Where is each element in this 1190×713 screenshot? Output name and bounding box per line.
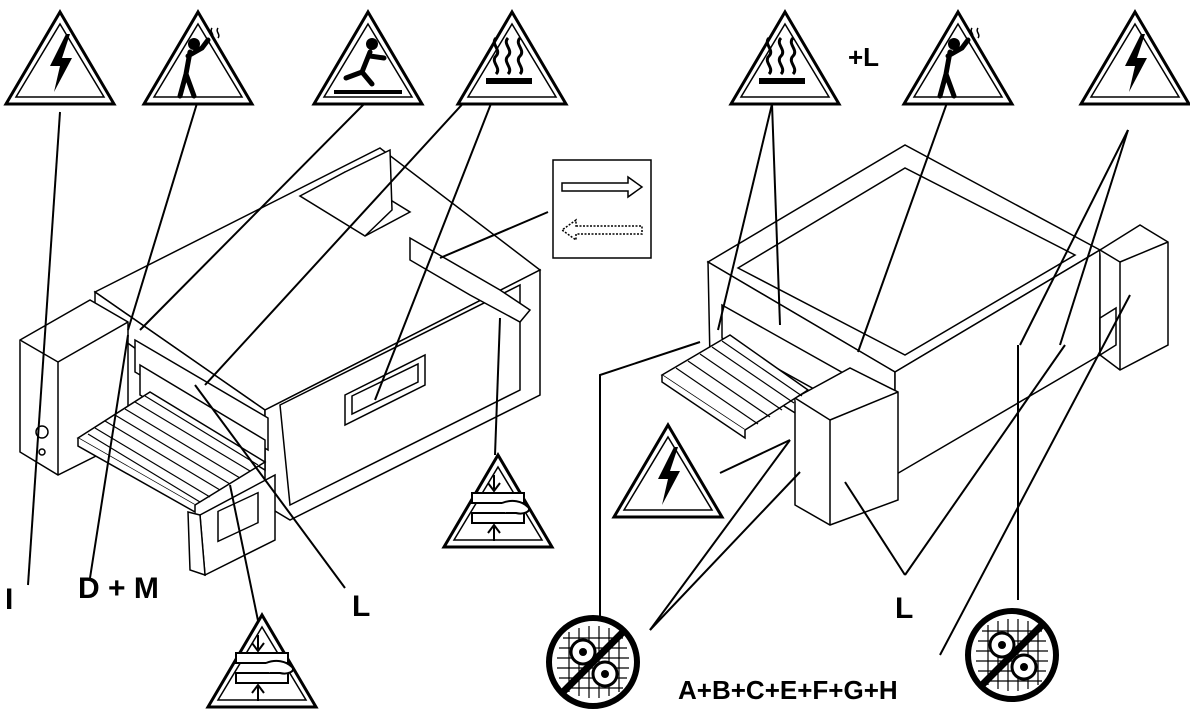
right-oven-drawing	[660, 144, 1169, 526]
label-plus-l: +L	[848, 42, 880, 72]
hot-vapour-burn-icon	[902, 10, 1014, 106]
right-belt-slats	[675, 340, 803, 425]
conveyor-direction-icon	[552, 159, 652, 259]
left-belt-slats	[87, 395, 259, 503]
electric-hazard-icon	[612, 423, 724, 519]
hand-crush-icon	[206, 613, 318, 709]
left-leader-lines	[27, 49, 549, 641]
right-leader-lines	[599, 99, 1131, 656]
electric-hazard-icon	[1079, 10, 1190, 106]
hot-surface-icon	[729, 10, 841, 106]
left-oven-drawing	[19, 147, 542, 577]
label-i: I	[5, 583, 14, 616]
hand-crush-icon	[442, 453, 554, 549]
label-d-plus-m: D + M	[78, 572, 159, 605]
label-l-right: L	[895, 592, 914, 625]
label-components: A+B+C+E+F+G+H	[678, 675, 898, 705]
slip-hazard-icon	[312, 10, 424, 106]
no-fan-access-icon	[968, 611, 1056, 699]
hot-vapour-burn-icon	[142, 10, 254, 106]
no-fan-access-icon	[549, 618, 637, 706]
label-l-left: L	[352, 590, 371, 623]
hot-surface-icon	[456, 10, 568, 106]
electric-hazard-icon	[4, 10, 116, 106]
